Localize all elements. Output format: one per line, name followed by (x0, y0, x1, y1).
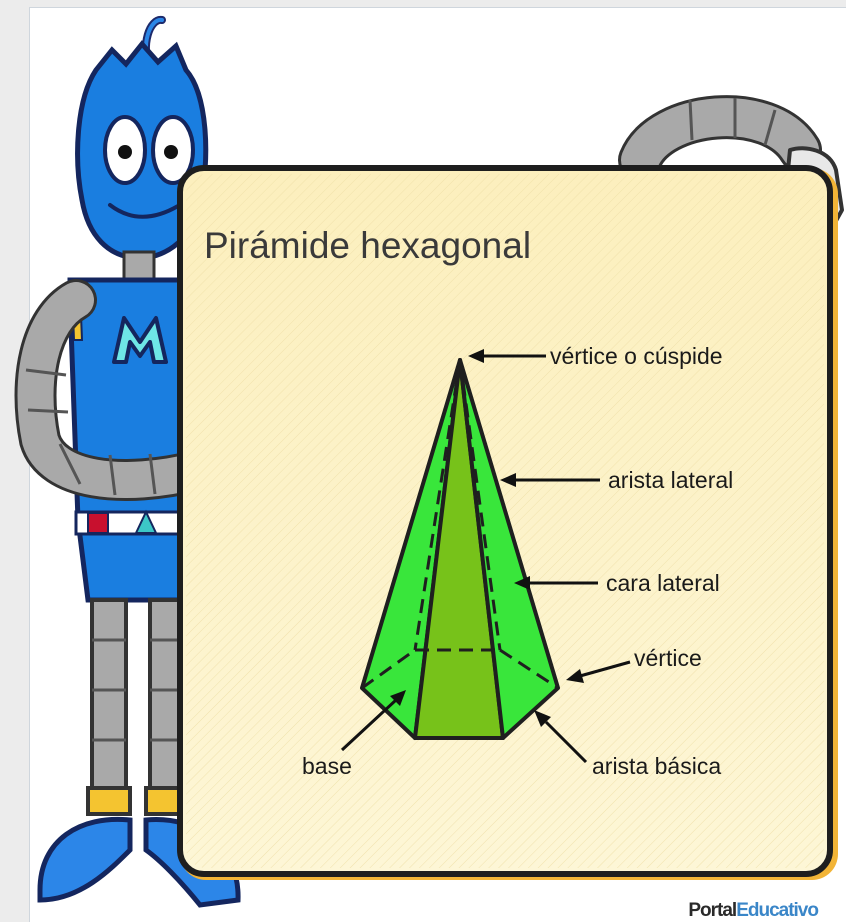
logo-part1: Portal (688, 900, 736, 921)
label-arrows (340, 349, 631, 764)
label-vertex: vértice (634, 645, 702, 671)
label-lateral-face: cara lateral (606, 570, 720, 596)
logo-part2: Educativo (736, 900, 818, 921)
label-lateral-edge: arista lateral (608, 467, 733, 493)
label-base-edge: arista básica (592, 753, 721, 779)
diagram-title: Pirámide hexagonal (204, 225, 531, 266)
hexagonal-pyramid (360, 358, 560, 740)
label-base: base (302, 753, 352, 779)
svg-text:PortalEducativo: PortalEducativo (688, 900, 818, 921)
portal-educativo-logo: PortalEducativo (688, 900, 819, 921)
label-apex: vértice o cúspide (550, 343, 723, 369)
